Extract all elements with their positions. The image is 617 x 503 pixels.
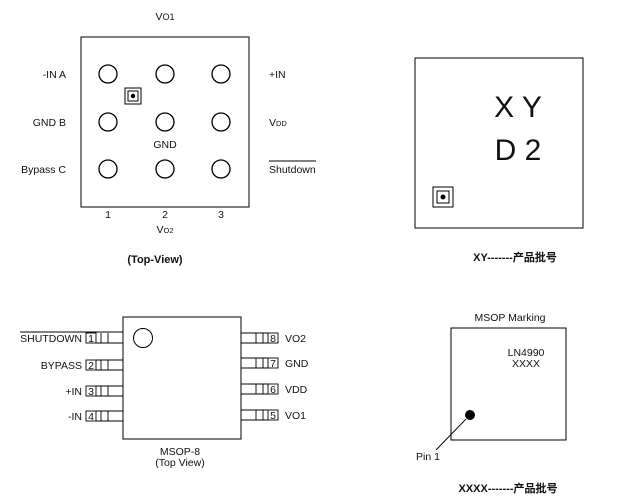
pin1-marker-icon (124, 87, 142, 105)
bga-caption: (Top-View) (127, 254, 183, 266)
bga-right-label-shutdown: Shutdown (269, 164, 316, 176)
marking-line-1: X Y (494, 91, 542, 124)
msop-marking-line-1: LN4990 (508, 347, 545, 359)
ball-b2 (155, 112, 175, 132)
msop-right-pin-7: 7 GND (241, 357, 309, 370)
msop-pin-6-num: 6 (270, 384, 276, 396)
ball-a3 (211, 64, 231, 84)
msop-pin-3-name: +IN (65, 386, 82, 398)
bga-col-3: 3 (218, 209, 224, 221)
msop-caption-2: (Top View) (155, 457, 204, 469)
bga-row-label-b: GND B (33, 117, 66, 129)
bga-row-label-c: Bypass C (21, 164, 66, 176)
msop-pin-2-num: 2 (88, 360, 94, 372)
bga-col-2: 2 (162, 209, 168, 221)
msop-pin-8-num: 8 (270, 333, 276, 345)
msop-left-pin-2: 2 BYPASS (41, 359, 123, 372)
bga-row-label-a: -IN A (43, 69, 66, 81)
msop-marking-pin1-dot-icon (465, 410, 475, 420)
marking-pin1-icon (432, 186, 454, 208)
msop-right-pin-8: 8 VO2 (241, 332, 306, 345)
msop-pin-5-name: VO1 (285, 410, 306, 422)
msop-marking-body (450, 327, 567, 441)
pin1-leader-line (435, 418, 467, 451)
msop-marking: MSOP Marking LN4990 XXXX Pin 1 XXXX-----… (416, 312, 567, 495)
bga-bottom-label: VO2 (156, 224, 173, 236)
msop-pin-7-name: GND (285, 358, 309, 370)
msop-left-pin-1: 1 SHUTDOWN (20, 331, 123, 345)
msop-marking-pin-label: Pin 1 (416, 451, 440, 463)
bga-center-label: GND (153, 139, 177, 151)
msop-pin-1-num: 1 (88, 333, 94, 345)
msop-pin-4-name: -IN (68, 411, 82, 423)
msop-marking-caption: XXXX-------产品批号 (459, 481, 558, 495)
bga-marking: X Y D 2 XY-------产品批号 (414, 57, 584, 264)
msop-package: 1 SHUTDOWN 2 BYPASS 3 +IN 4 (20, 316, 309, 469)
msop-pin-3-num: 3 (88, 386, 94, 398)
msop-caption-1: MSOP-8 (160, 446, 200, 458)
msop-pin-8-name: VO2 (285, 333, 306, 345)
marking-line-2: D 2 (495, 134, 542, 167)
msop-marking-line-2: XXXX (512, 358, 540, 370)
ball-b1 (98, 112, 118, 132)
bga-right-label-plus-in: +IN (269, 69, 286, 81)
msop-pin-5-num: 5 (270, 410, 276, 422)
msop-pin1-dot-icon (133, 328, 153, 348)
msop-marking-title: MSOP Marking (475, 312, 546, 324)
msop-pin-7-num: 7 (270, 358, 276, 370)
msop-right-pin-5: 5 VO1 (241, 409, 306, 422)
ball-b3 (211, 112, 231, 132)
ball-c1 (98, 159, 118, 179)
ball-c2 (155, 159, 175, 179)
msop-pin-4-num: 4 (88, 411, 94, 423)
bga-package: VO1 -IN A GND B Bypass C +IN VDD Shutdow… (21, 11, 316, 266)
msop-pin-6-name: VDD (285, 384, 308, 396)
bga-col-1: 1 (105, 209, 111, 221)
bga-top-label: VO1 (155, 11, 174, 23)
ball-a1 (98, 64, 118, 84)
msop-pin-2-name: BYPASS (41, 360, 82, 372)
msop-left-pin-3: 3 +IN (65, 385, 123, 398)
ball-c3 (211, 159, 231, 179)
msop-left-pin-4: 4 -IN (68, 410, 123, 423)
bga-right-label-vdd: VDD (269, 117, 287, 129)
msop-pin-1-name: SHUTDOWN (20, 333, 82, 345)
marking-caption: XY-------产品批号 (473, 250, 557, 264)
ball-a2 (155, 64, 175, 84)
msop-right-pin-6: 6 VDD (241, 383, 308, 396)
